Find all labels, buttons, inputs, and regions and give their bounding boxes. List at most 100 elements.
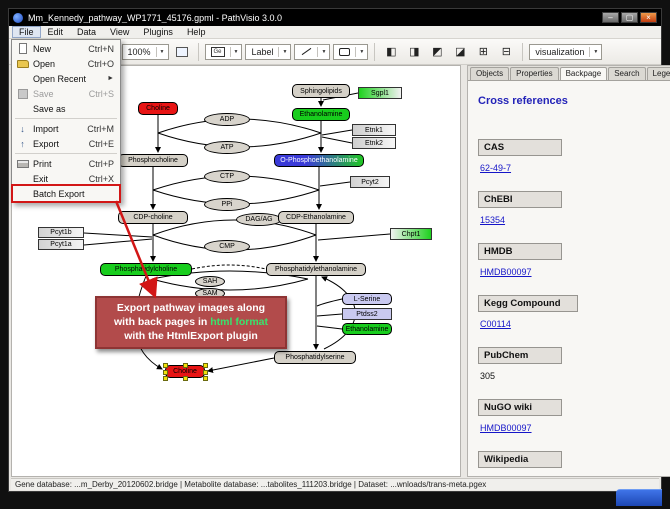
file-menu-item-open[interactable]: Open Ctrl+O (13, 56, 119, 71)
new-datanode-combobox[interactable]: Ge ▼ (204, 43, 243, 60)
pathway-node-ctp[interactable]: CTP (204, 170, 250, 183)
xref-link[interactable]: C00114 (480, 319, 511, 329)
open-icon (15, 57, 30, 70)
align-right-button[interactable]: ◨ (409, 46, 420, 58)
xref-link[interactable]: HMDB00097 (480, 423, 532, 433)
annotation-text: with the HtmlExport plugin (124, 330, 258, 343)
xref-value: 305 (480, 371, 496, 381)
selection-handle[interactable] (163, 376, 168, 381)
pathway-node-pcyt1a[interactable]: Pcyt1a (38, 239, 84, 250)
side-panel: Objects Properties Backpage Search Legen… (467, 65, 670, 477)
tab-backpage[interactable]: Backpage (559, 67, 608, 80)
pathway-node-adp[interactable]: ADP (204, 113, 250, 126)
pathway-node-choline[interactable]: Choline (138, 102, 178, 115)
backpage-panel: Cross references CAS 62-49-7 ChEBI 15354… (468, 80, 670, 476)
file-menu-item-print[interactable]: Print Ctrl+P (13, 156, 119, 171)
new-line-combobox[interactable]: ▼ (294, 43, 331, 60)
file-menu-item-save-as[interactable]: Save as (33, 103, 66, 114)
selection-handle[interactable] (203, 369, 208, 375)
visualization-combobox[interactable]: visualization ▼ (529, 43, 603, 60)
align-top-button[interactable]: ◩ (432, 46, 443, 58)
pathway-node-ethanolamine[interactable]: Ethanolamine (342, 323, 392, 335)
align-left-button[interactable]: ◧ (386, 46, 397, 58)
pathway-node-sgpl1[interactable]: Sgpl1 (358, 87, 402, 99)
menu-separator (15, 153, 117, 154)
pathway-node-sah[interactable]: SAH (195, 276, 225, 287)
common-width-button[interactable]: ⊞ (478, 46, 488, 58)
pathway-node-phosphatidylcholine[interactable]: Phosphatidylcholine (100, 263, 192, 276)
print-icon (15, 157, 30, 170)
pathway-node-choline[interactable]: Choline (163, 363, 208, 381)
pathway-node-chpt1[interactable]: Chpt1 (390, 228, 432, 240)
xref-link[interactable]: Choline (480, 475, 511, 476)
new-icon (15, 42, 30, 55)
pathway-node-o-phosphoethanolamine[interactable]: O-Phosphoethanolamine (274, 154, 364, 167)
chevron-down-icon[interactable]: ▼ (589, 46, 599, 57)
selection-handle[interactable] (203, 376, 208, 381)
pathway-node-ppi[interactable]: PPi (204, 198, 250, 211)
db-name-badge: Wikipedia (478, 451, 562, 468)
pathway-node-pcyt2[interactable]: Pcyt2 (350, 176, 390, 188)
pathway-node-phosphatidylserine[interactable]: Phosphatidylserine (274, 351, 356, 364)
menu-file[interactable]: File (12, 26, 41, 38)
pathway-node-cdp-ethanolamine[interactable]: CDP-Ethanolamine (278, 211, 354, 224)
tab-search[interactable]: Search (608, 67, 646, 80)
menu-help[interactable]: Help (186, 27, 206, 37)
pathway-node-pcyt1b[interactable]: Pcyt1b (38, 227, 84, 238)
pathway-node-etnk1[interactable]: Etnk1 (352, 124, 396, 136)
selection-handle[interactable] (203, 363, 208, 368)
selection-handle[interactable] (183, 376, 188, 381)
pathway-node-sphingolipids[interactable]: Sphingolipids (292, 84, 350, 98)
chevron-down-icon[interactable]: ▼ (317, 46, 327, 57)
maximize-button[interactable]: ▢ (621, 12, 638, 23)
selection-handle[interactable] (163, 369, 168, 375)
pathway-node-etnk2[interactable]: Etnk2 (352, 137, 396, 149)
align-bottom-button[interactable]: ◪ (455, 46, 466, 58)
label-tool-text: Label (251, 46, 274, 57)
pathway-node-ptdss2[interactable]: Ptdss2 (342, 308, 392, 320)
file-menu-item-import[interactable]: ↓ Import Ctrl+M (13, 121, 119, 136)
menu-data[interactable]: Data (77, 27, 97, 37)
zoom-combobox[interactable]: 100% ▼ (121, 43, 169, 60)
file-menu-item-export[interactable]: ↑ Export Ctrl+E (13, 136, 119, 151)
file-menu-item-open-recent[interactable]: Open Recent ► (33, 73, 114, 84)
file-menu: New Ctrl+N Open Ctrl+O Open Recent ► Sav… (11, 39, 121, 203)
pathway-node-cmp[interactable]: CMP (204, 240, 250, 253)
close-button[interactable]: × (640, 12, 657, 23)
pathway-node-ethanolamine[interactable]: Ethanolamine (292, 108, 350, 121)
taskbar-fragment[interactable] (616, 489, 662, 506)
new-label-combobox[interactable]: Label ▼ (245, 43, 292, 60)
menu-view[interactable]: View (110, 27, 130, 37)
zoom-fit-button[interactable] (172, 42, 192, 62)
file-menu-item-new[interactable]: New Ctrl+N (13, 41, 119, 56)
xref-section-wikipedia: Wikipedia Choline (478, 449, 668, 476)
xref-link[interactable]: HMDB00097 (480, 267, 532, 277)
chevron-down-icon[interactable]: ▼ (355, 46, 365, 57)
pathway-node-dag-ag[interactable]: DAG/AG (236, 213, 282, 226)
chevron-down-icon[interactable]: ▼ (155, 46, 166, 57)
minimize-button[interactable]: – (602, 12, 619, 23)
selection-handle[interactable] (183, 363, 188, 368)
xref-link[interactable]: 15354 (480, 215, 506, 225)
menu-edit[interactable]: Edit (47, 27, 64, 37)
pathway-node-phosphatidylethanolamine[interactable]: Phosphatidylethanolamine (266, 263, 366, 276)
selection-handle[interactable] (163, 363, 168, 368)
file-menu-item-save[interactable]: Save Ctrl+S (13, 86, 119, 101)
chevron-down-icon[interactable]: ▼ (229, 46, 240, 57)
toolbar-separator (374, 42, 376, 61)
pathway-node-l-serine[interactable]: L-Serine (342, 293, 392, 305)
pathway-node-atp[interactable]: ATP (204, 141, 250, 154)
xref-link[interactable]: 62-49-7 (480, 163, 512, 173)
menu-plugins[interactable]: Plugins (143, 27, 173, 37)
pathway-node-cdp-choline[interactable]: CDP-choline (118, 211, 188, 224)
tab-legend[interactable]: Legend (646, 67, 670, 80)
shape-tool-icon (339, 47, 351, 56)
common-height-button[interactable]: ⊟ (501, 46, 511, 58)
chevron-down-icon[interactable]: ▼ (278, 46, 288, 57)
tab-objects[interactable]: Objects (470, 67, 510, 80)
new-shape-combobox[interactable]: ▼ (333, 43, 369, 60)
file-menu-item-batch-export[interactable]: Batch Export (11, 184, 121, 203)
tab-properties[interactable]: Properties (510, 67, 559, 80)
pathway-node-phosphocholine[interactable]: Phosphocholine (118, 154, 188, 167)
file-menu-item-exit[interactable]: Exit Ctrl+X (33, 173, 114, 184)
